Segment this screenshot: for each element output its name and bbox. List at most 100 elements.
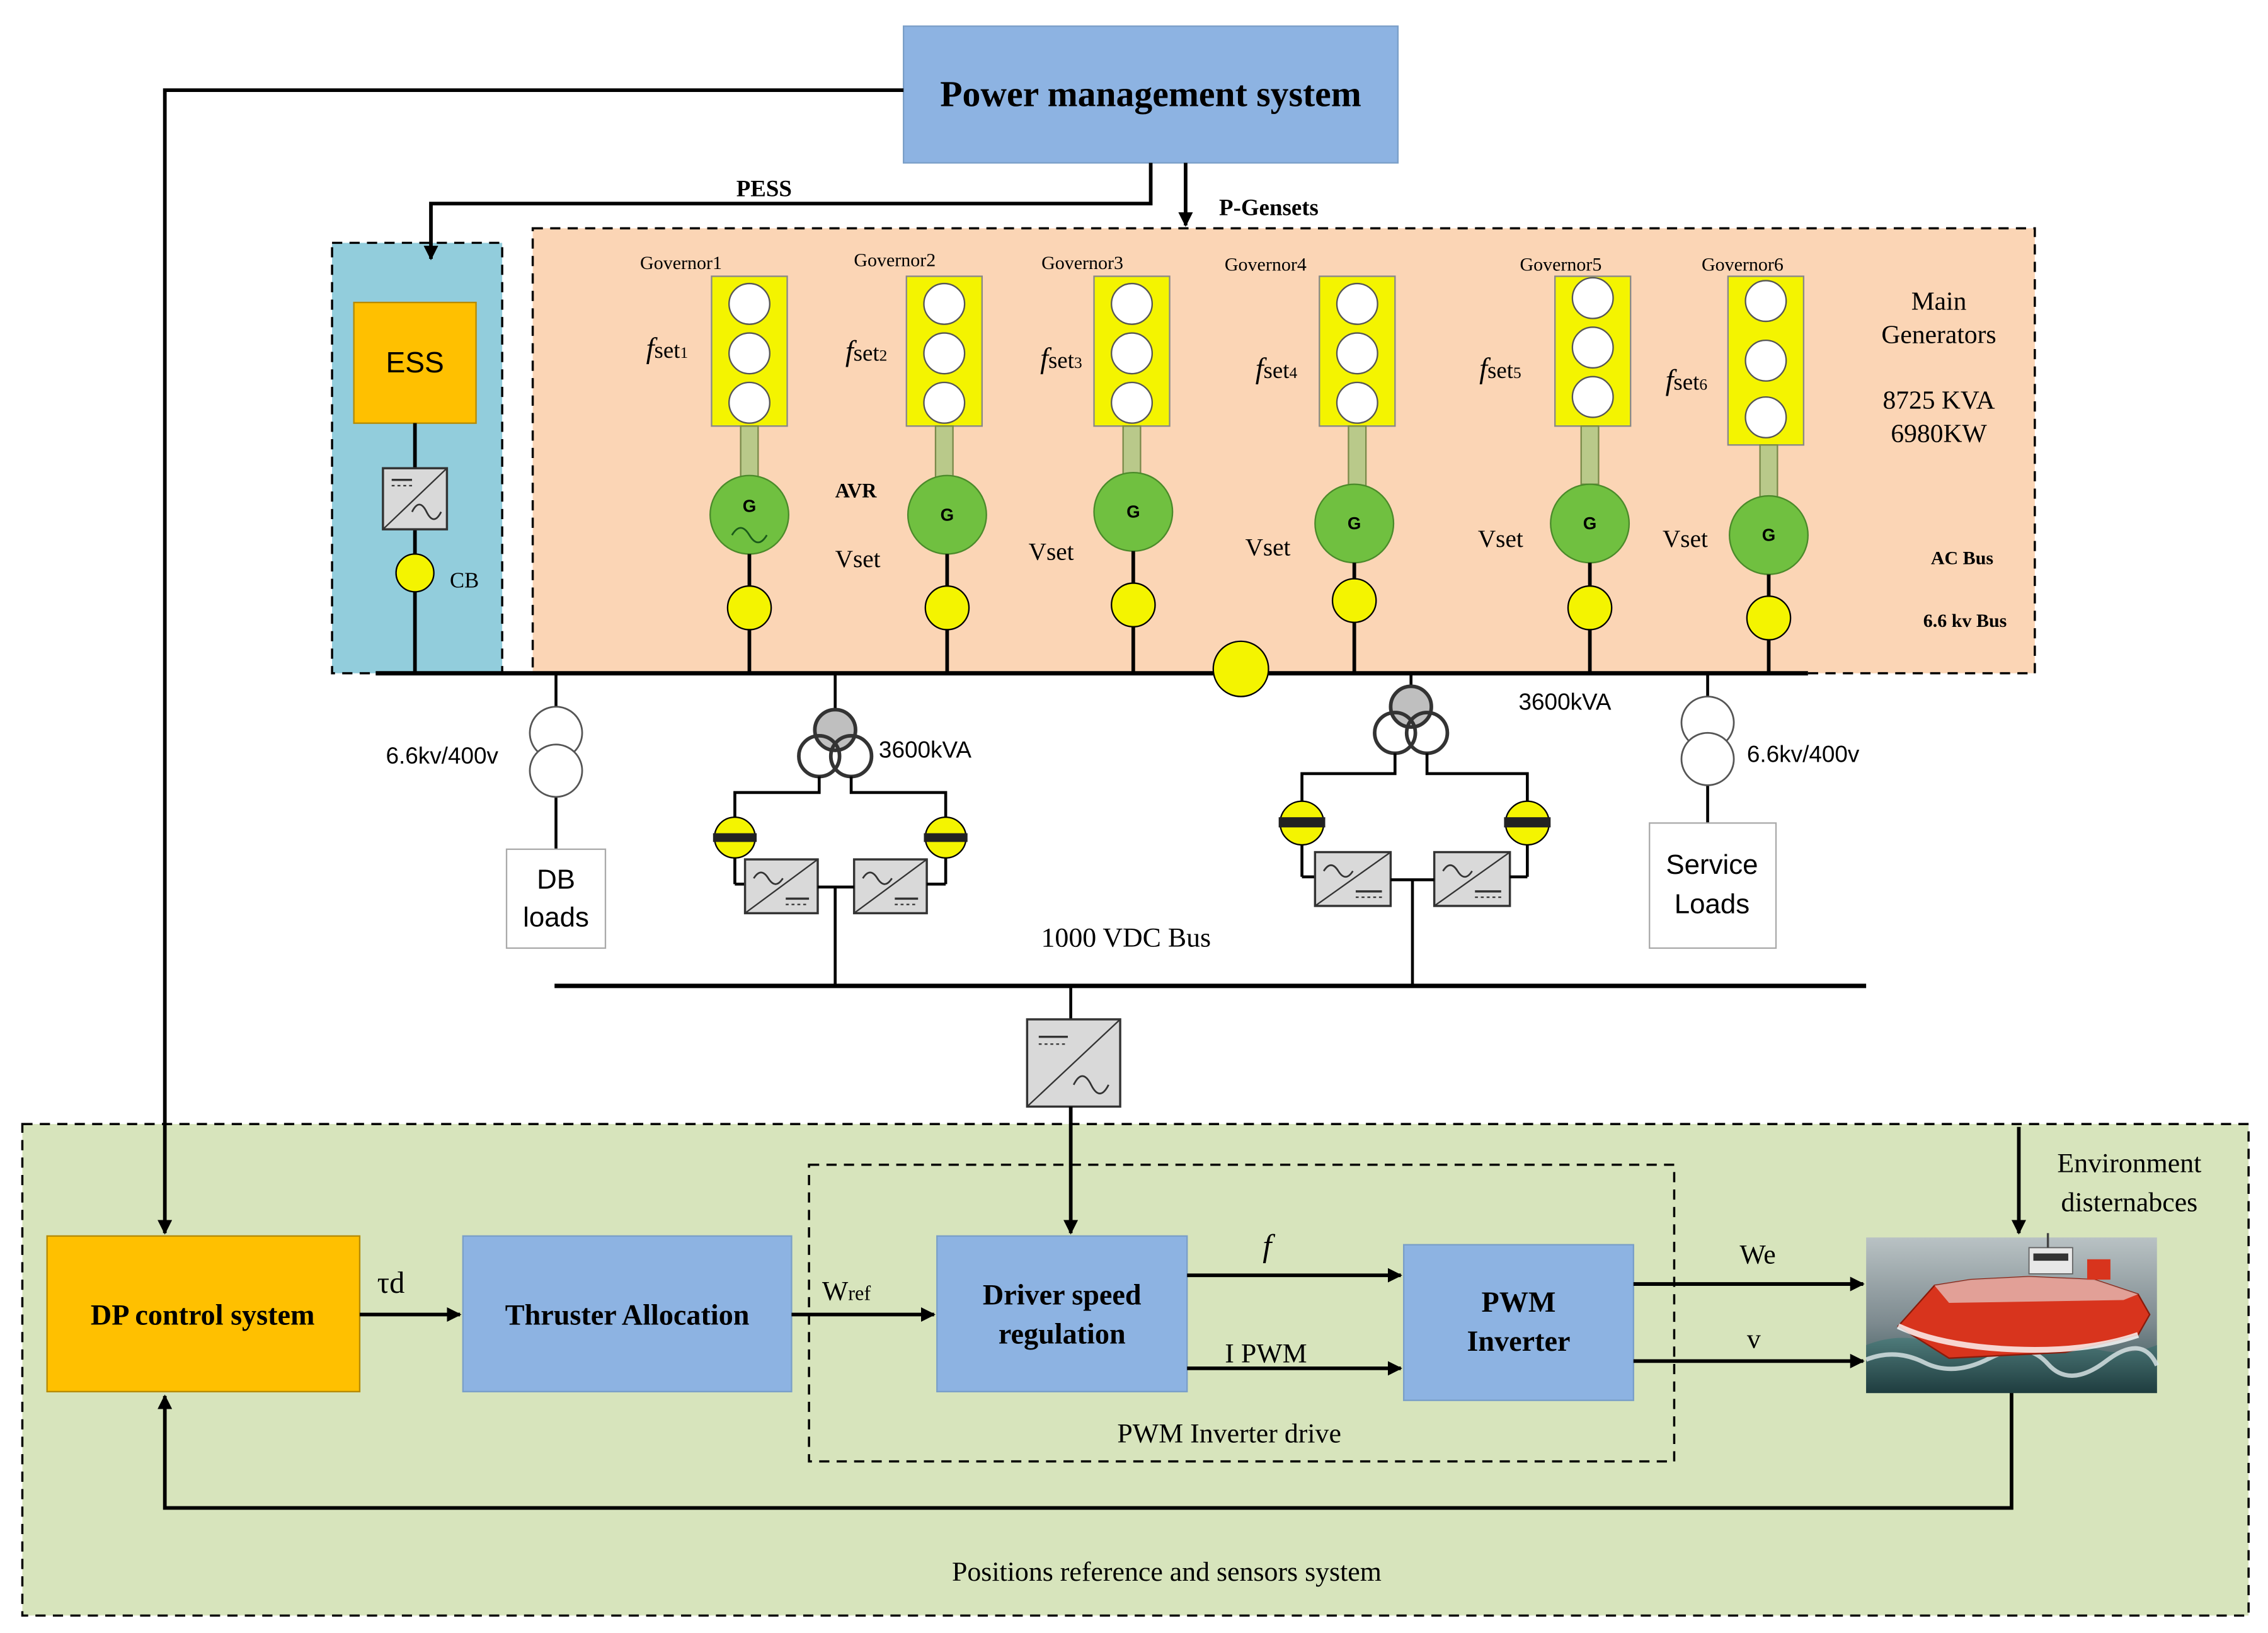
fset-label-4: set	[1264, 357, 1290, 383]
db-loads-label-2: loads	[523, 902, 589, 932]
ac-bus-label: AC Bus	[1931, 548, 1993, 569]
gen-breaker-3-icon	[1111, 582, 1156, 627]
gen-g-4: G	[1348, 513, 1361, 533]
fset-sub-3: 3	[1074, 354, 1082, 372]
fset-label-1: set	[654, 337, 680, 363]
dp-control-block[interactable]	[46, 1235, 361, 1393]
gen-breaker-5-icon	[1567, 585, 1613, 631]
pms-block[interactable]	[903, 25, 1399, 164]
transformer-3w-left-icon	[797, 708, 874, 779]
kva-left-label: 3600kVA	[879, 737, 971, 763]
generator-unit-5: Governor5 G fset5 Vset	[1479, 254, 1708, 673]
svg-text:fset6: fset6	[1666, 364, 1708, 396]
transformer-right-icon	[1680, 696, 1735, 786]
gen-g-2: G	[941, 505, 954, 524]
gen-breaker-6-icon	[1746, 595, 1792, 641]
fset-sub-6: 6	[1699, 376, 1707, 394]
env-label-1: Environment	[2057, 1148, 2201, 1178]
ess-block[interactable]	[353, 301, 477, 424]
breaker-left-a-icon	[713, 816, 757, 859]
gen-breaker-4-icon	[1331, 578, 1377, 624]
governor-label-1: Governor1	[640, 253, 722, 273]
driver-speed-label-2: regulation	[999, 1318, 1126, 1350]
driver-speed-label-1: Driver speed	[983, 1278, 1142, 1310]
pwm-inverter-block[interactable]	[1402, 1244, 1634, 1401]
gen-g-3: G	[1126, 502, 1140, 522]
rectifier-right-a-icon	[1314, 851, 1392, 907]
ess-label: ESS	[386, 346, 444, 379]
pms-label: Power management system	[940, 74, 1361, 114]
gen-g-6: G	[1762, 525, 1776, 545]
pwm-drive-panel	[808, 1164, 1676, 1463]
bus-tie-breaker-icon	[1212, 640, 1269, 697]
generator-unit-6: Governor6 G fset6	[1666, 254, 1809, 673]
vset-label-1: Vset	[835, 546, 881, 573]
governor-label-2: Governor2	[854, 249, 936, 270]
generator-unit-4: Governor4 G fset4 Vset	[1225, 254, 1523, 673]
env-label-2: disternabces	[2061, 1188, 2198, 1218]
ess-breaker-icon	[395, 553, 435, 593]
service-loads-label-1: Service	[1666, 849, 1758, 880]
thruster-allocation-block[interactable]	[462, 1235, 793, 1393]
vset-label-2: Vset	[1029, 539, 1074, 566]
rectifier-right-b-icon	[1433, 851, 1511, 907]
pess-label: PESS	[736, 176, 792, 202]
fset-sub-5: 5	[1513, 364, 1521, 382]
generator-unit-2: Governor2 G fset2 Vset	[845, 249, 1074, 673]
vset-label-5: Vset	[1663, 525, 1708, 553]
vset-label-3: Vset	[1246, 534, 1291, 561]
fset-label-2: set	[854, 340, 880, 365]
generator-unit-3: Governor3 G fset3 Vset	[1040, 253, 1291, 673]
fset-label-6: set	[1673, 369, 1700, 395]
rectifier-left-b-icon	[852, 858, 928, 915]
main-generators-line2: Generators	[1881, 320, 1996, 349]
v-label: v	[1747, 1324, 1761, 1355]
ship-image	[1865, 1233, 2159, 1394]
fset-sub-1: 1	[680, 344, 688, 362]
kva-right-label: 3600kVA	[1518, 689, 1611, 714]
svg-text:fset3: fset3	[1040, 342, 1082, 374]
breaker-right-b-icon	[1504, 800, 1551, 846]
ipwm-label: I PWM	[1225, 1339, 1307, 1369]
breaker-left-b-icon	[924, 816, 968, 859]
svg-text:Wref: Wref	[822, 1276, 871, 1306]
gen-breaker-1-icon	[726, 585, 772, 631]
gen-g-1: G	[743, 496, 757, 515]
breaker-right-a-icon	[1278, 800, 1326, 846]
svg-text:fset5: fset5	[1479, 352, 1521, 384]
governor-label-4: Governor4	[1225, 254, 1307, 275]
svg-text:fset2: fset2	[845, 335, 888, 367]
pess-line	[423, 163, 1153, 261]
rectifier-left-a-icon	[743, 858, 819, 915]
rating-kva: 8725 KVA	[1882, 386, 1995, 415]
gen-breaker-2-icon	[924, 585, 970, 631]
ess-cb-label: CB	[450, 568, 479, 592]
db-loads-label-1: DB	[537, 864, 575, 895]
thruster-allocation-label: Thruster Allocation	[505, 1299, 750, 1331]
generator-unit-1: Governor1 G fset1	[640, 253, 789, 673]
transformer-left-icon	[529, 706, 583, 798]
tx-left-label: 6.6kv/400v	[386, 743, 498, 769]
service-loads-block[interactable]	[1649, 822, 1777, 949]
svg-text:fset1: fset1	[646, 332, 689, 364]
service-loads-label-2: Loads	[1675, 888, 1750, 919]
db-loads-block[interactable]	[505, 848, 607, 949]
transformer-3w-right-icon	[1373, 684, 1450, 755]
governor-label-3: Governor3	[1041, 253, 1123, 273]
svg-text:fset4: fset4	[1256, 352, 1298, 384]
wref-w: W	[822, 1276, 849, 1306]
pms-to-dp-line	[158, 88, 904, 1235]
governor-label-6: Governor6	[1702, 254, 1784, 275]
rating-kw: 6980KW	[1891, 419, 1987, 448]
ess-converter-icon	[382, 467, 449, 530]
governor-label-5: Governor5	[1520, 254, 1601, 275]
fset-label-3: set	[1048, 347, 1075, 373]
pwm-inverter-label-1: PWM	[1482, 1286, 1556, 1318]
fset-label-5: set	[1487, 357, 1514, 383]
driver-speed-block[interactable]	[936, 1235, 1188, 1393]
wref-sub: ref	[848, 1281, 871, 1304]
sensors-label: Positions reference and sensors system	[952, 1557, 1382, 1587]
feedback-line	[158, 1393, 2013, 1510]
bus-66-label: 6.6 kv Bus	[1923, 610, 2007, 631]
